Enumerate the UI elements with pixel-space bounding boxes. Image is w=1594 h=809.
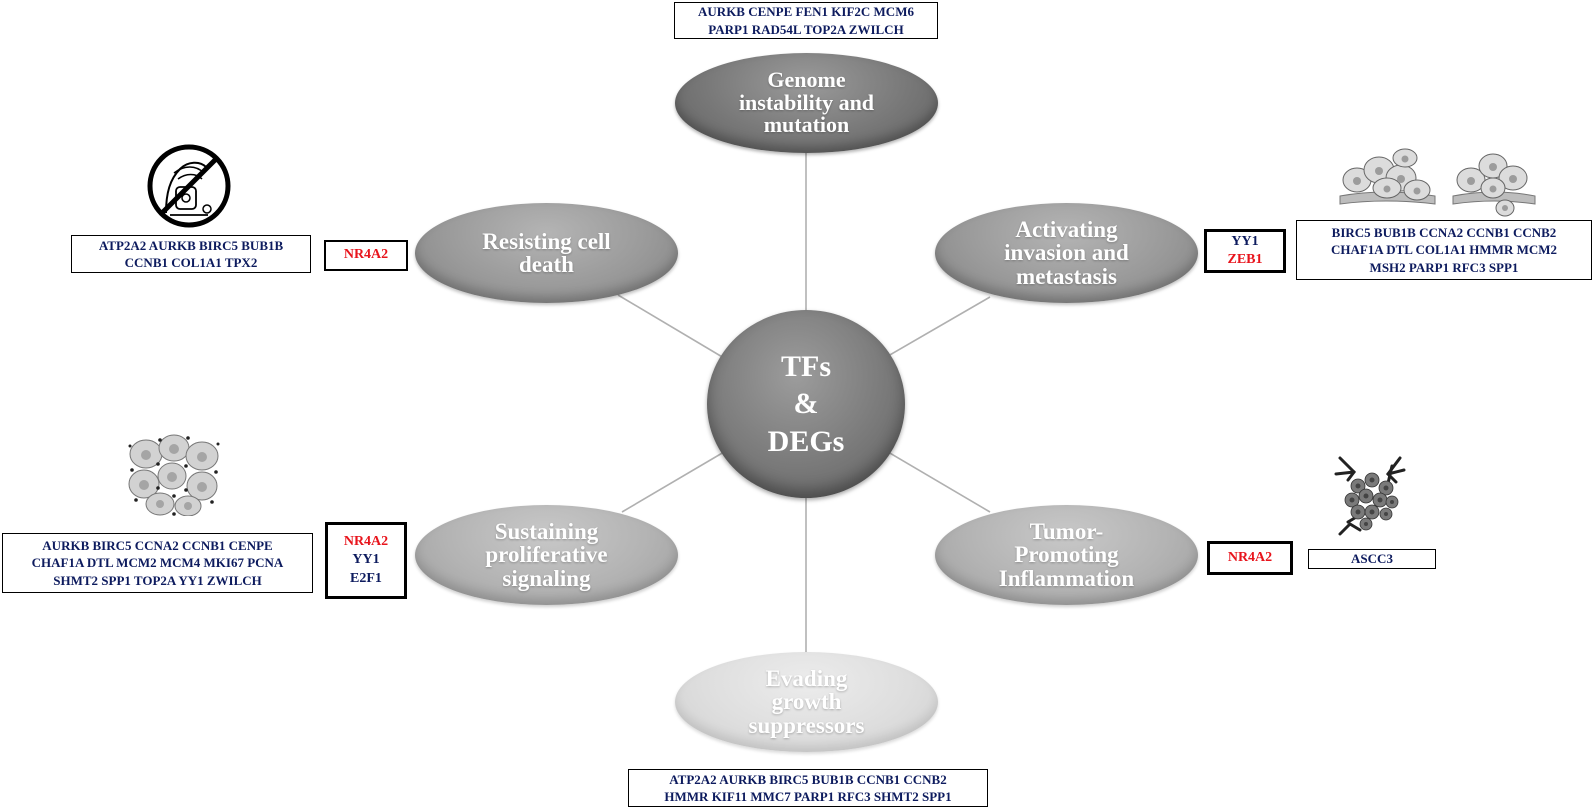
gene-line: CHAF1A DTL COL1A1 HMMR MCM2 xyxy=(1330,242,1558,258)
tf-label: NR4A2 xyxy=(343,247,389,263)
center-hub: TFs & DEGs xyxy=(707,310,905,498)
hallmark-resisting-cell-death: Resisting cell death xyxy=(415,203,678,303)
proliferating-cells-icon xyxy=(128,434,220,516)
gene-box-invasion: BIRC5 BUB1B CCNA2 CCNB1 CCNB2 CHAF1A DTL… xyxy=(1296,220,1592,280)
gene-line: PARP1 RAD54L TOP2A ZWILCH xyxy=(708,21,904,37)
gene-box-inflammation: ASCC3 xyxy=(1308,549,1436,569)
hallmark-cell-death-label: Resisting cell death xyxy=(482,228,611,277)
tf-box-inflammation: NR4A2 xyxy=(1207,541,1293,575)
hallmark-activating-invasion: Activating invasion and metastasis xyxy=(935,203,1198,303)
hallmark-evading-suppressors: Evading growth suppressors xyxy=(675,652,938,752)
hallmark-proliferative-label: Sustaining proliferative signaling xyxy=(485,518,608,591)
gene-line: CCNB1 COL1A1 TPX2 xyxy=(124,255,258,270)
hallmark-invasion-label: Activating invasion and metastasis xyxy=(1004,216,1129,289)
gene-box-cell-death: ATP2A2 AURKB BIRC5 BUB1B CCNB1 COL1A1 TP… xyxy=(71,235,311,273)
gene-line: SHMT2 SPP1 TOP2A YY1 ZWILCH xyxy=(53,572,262,588)
connector-invasion xyxy=(887,296,991,357)
hallmark-genome-label: Genome instability and mutation xyxy=(738,67,875,138)
gene-line: AURKB BIRC5 CCNA2 CCNB1 CENPE xyxy=(42,538,273,554)
gene-box-genome: AURKB CENPE FEN1 KIF2C MCM6 PARP1 RAD54L… xyxy=(674,2,938,39)
tf-label: E2F1 xyxy=(350,570,382,586)
gene-line: MSH2 PARP1 RFC3 SPP1 xyxy=(1369,259,1519,275)
gene-line: AURKB CENPE FEN1 KIF2C MCM6 xyxy=(698,4,914,20)
hallmark-genome-instability: Genome instability and mutation xyxy=(675,53,938,153)
tf-label: ZEB1 xyxy=(1227,252,1263,267)
tf-box-cell-death: NR4A2 xyxy=(324,240,408,271)
connector-proliferative xyxy=(621,451,725,513)
center-label: TFs & DEGs xyxy=(767,349,845,458)
gene-line: CHAF1A DTL MCM2 MCM4 MKI67 PCNA xyxy=(31,555,284,571)
gene-line: ATP2A2 AURKB BIRC5 BUB1B CCNB1 CCNB2 xyxy=(669,771,947,787)
tf-box-proliferative: NR4A2 YY1 E2F1 xyxy=(325,522,407,599)
gene-line: ASCC3 xyxy=(1351,551,1393,567)
tf-label: YY1 xyxy=(1231,233,1259,249)
gene-line: BIRC5 BUB1B CCNA2 CCNB1 CCNB2 xyxy=(1331,225,1557,241)
hallmark-tumor-inflammation: Tumor- Promoting Inflammation xyxy=(935,505,1198,605)
gene-line: HMMR KIF11 MMC7 PARP1 RFC3 SHMT2 SPP1 xyxy=(664,789,952,804)
no-apoptosis-icon xyxy=(147,144,231,228)
tf-label: NR4A2 xyxy=(1227,549,1273,565)
tf-label: YY1 xyxy=(352,552,380,568)
connector-cell-death xyxy=(617,294,725,359)
tf-label: NR4A2 xyxy=(343,534,389,550)
invading-cells-icon xyxy=(1339,148,1536,217)
hallmark-sustaining-proliferative: Sustaining proliferative signaling xyxy=(415,505,678,605)
tf-box-invasion: YY1 ZEB1 xyxy=(1204,229,1286,273)
gene-box-proliferative: AURKB BIRC5 CCNA2 CCNB1 CENPE CHAF1A DTL… xyxy=(2,533,313,593)
gene-box-suppressors: ATP2A2 AURKB BIRC5 BUB1B CCNB1 CCNB2 HMM… xyxy=(628,769,988,807)
inflammation-cells-icon xyxy=(1334,456,1406,536)
hallmark-suppressors-label: Evading growth suppressors xyxy=(748,665,865,738)
gene-line: ATP2A2 AURKB BIRC5 BUB1B xyxy=(98,237,284,253)
hallmark-inflammation-label: Tumor- Promoting Inflammation xyxy=(998,518,1135,591)
connector-inflammation xyxy=(887,451,991,513)
